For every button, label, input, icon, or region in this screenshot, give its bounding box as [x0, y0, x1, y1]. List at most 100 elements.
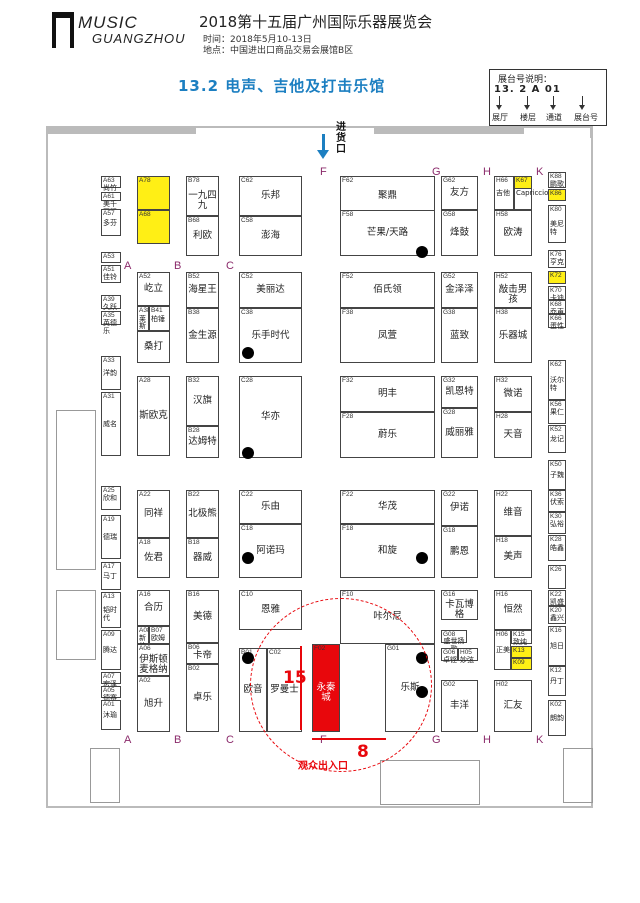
booth-a68[interactable]: A68: [137, 210, 170, 244]
booth-k26[interactable]: K26: [548, 565, 566, 589]
booth-a78[interactable]: A78: [137, 176, 170, 210]
booth-g08[interactable]: G08盛世扬歌: [441, 630, 467, 653]
booth-k67[interactable]: K67: [514, 176, 532, 189]
booth-a08[interactable]: A08新佳: [137, 626, 151, 650]
booth-k13[interactable]: K13: [511, 646, 532, 658]
booth-unlabeled[interactable]: 桑打: [137, 331, 170, 363]
booth-k72[interactable]: K72: [548, 271, 566, 284]
booth-a53[interactable]: A53: [101, 252, 121, 263]
booth-a61[interactable]: A61美千国际: [101, 192, 121, 216]
booth-k86[interactable]: K86: [548, 189, 566, 201]
booth-k09[interactable]: K09: [511, 658, 532, 670]
